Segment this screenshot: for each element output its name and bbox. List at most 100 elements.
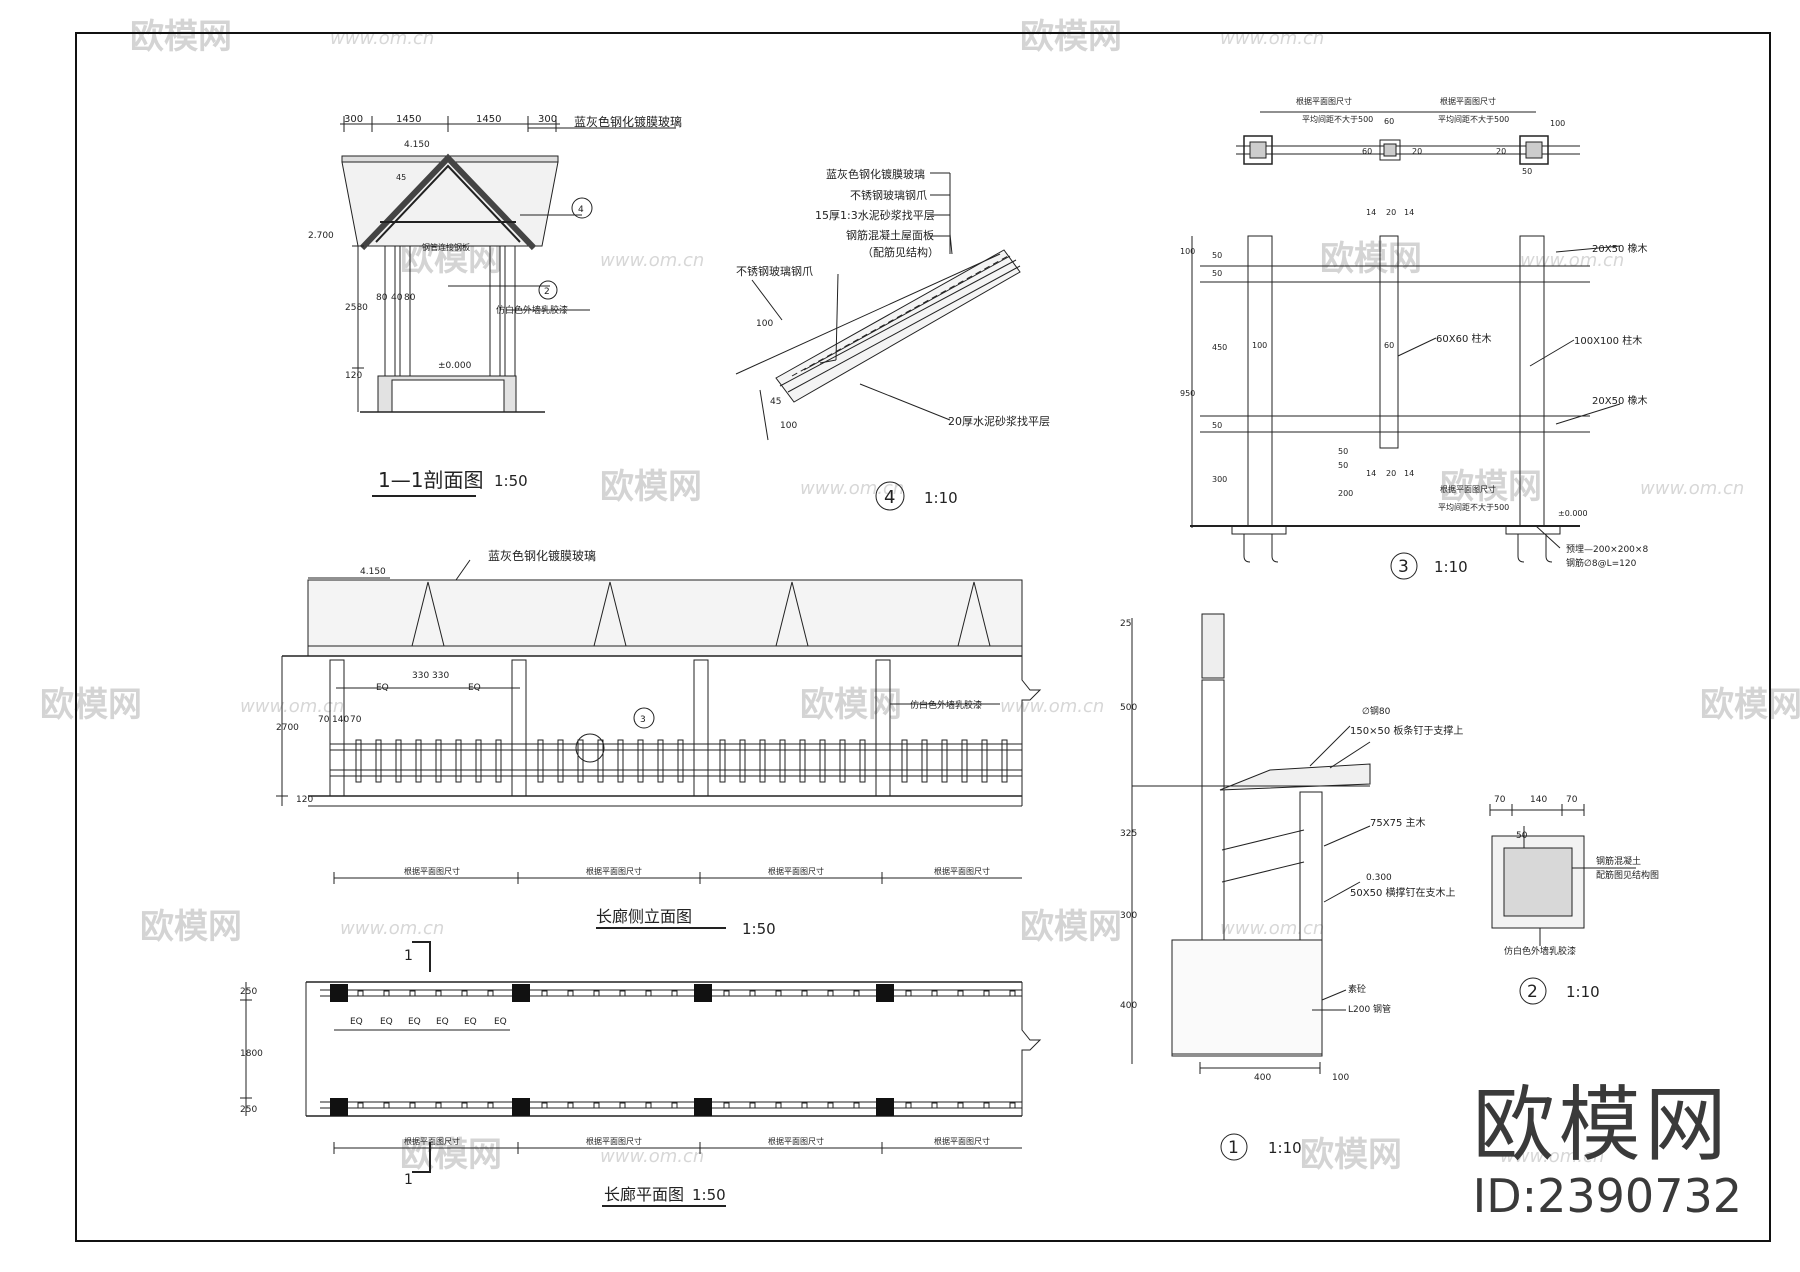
d3-plan-dim-6: 50 [1522, 167, 1532, 176]
elev-col-dim-3: 70 [350, 715, 362, 725]
baluster [719, 739, 726, 783]
d3-left-dim-7: 300 [1212, 475, 1227, 484]
plan-baluster [619, 990, 626, 997]
d2-label-2: 配筋图见结构图 [1596, 869, 1659, 881]
watermark-text: 欧模网 [140, 907, 242, 947]
plan-post [694, 984, 712, 1002]
sec-dim-2: 1450 [396, 114, 421, 125]
baluster [617, 739, 624, 783]
d3-bottom-dim-5: 14 [1404, 469, 1414, 478]
baluster [819, 739, 826, 783]
watermark-url: www.om.cn [330, 28, 434, 49]
baluster [537, 739, 544, 783]
watermark-layer: 欧模网 www.om.cn 欧模网 www.om.cn 欧模网 www.om.cn 欧模网 w… [40, 17, 1800, 1175]
d1-label-3: 75X75 主木 [1370, 817, 1425, 829]
sec-elev-top: 4.150 [404, 140, 430, 150]
watermark-url: www.om.cn [1220, 918, 1324, 939]
elev-glass-label: 蓝灰色钢化镀膜玻璃 [488, 549, 596, 563]
d4-layer-5: （配筋见结构） [862, 245, 939, 259]
d1-bottom-dim-2: 100 [1332, 1073, 1349, 1083]
plan-baluster [905, 1102, 912, 1109]
plan-baluster [671, 1102, 678, 1109]
plan-post [512, 984, 530, 1002]
plan-baluster [383, 1102, 390, 1109]
sec-dim-1: 300 [344, 114, 363, 125]
elev-eq-1: EQ [376, 683, 389, 693]
plan-baluster [461, 1102, 468, 1109]
baluster [677, 739, 684, 783]
d3-top-dim-3: 14 [1404, 208, 1414, 217]
watermark-text: 欧模网 [1320, 239, 1422, 279]
baluster [577, 739, 584, 783]
d1-label-1: ∅钢80 [1362, 705, 1391, 717]
d1-label-4: 50X50 横撑钉在支木上 [1350, 886, 1455, 899]
watermark-text: 欧模网 [400, 1135, 502, 1175]
d3-plan-dim-2: 60 [1362, 147, 1372, 156]
sec-dim-3: 1450 [476, 114, 501, 125]
plan-eq-5: EQ [464, 1017, 477, 1027]
baluster-group [355, 739, 1008, 783]
d4-dim-1: 100 [756, 319, 773, 329]
d3-post-big: 100X100 柱木 [1574, 334, 1642, 347]
watermark-text: 欧模网 [1020, 17, 1122, 57]
elev-bottom-dim-4: 根据平面图尺寸 [934, 866, 990, 876]
d3-steel-plate: 预埋—200×200×8 [1566, 544, 1648, 555]
plan-cut-mark-top: 1 [404, 948, 413, 964]
baluster [981, 739, 988, 783]
plan-baluster [853, 990, 860, 997]
elev-paint-label: 仿白色外墙乳胶漆 [910, 699, 982, 711]
elev-col-dim-2: 140 [332, 715, 349, 725]
baluster [1001, 739, 1008, 783]
baluster [759, 739, 766, 783]
elev-height-dim: 2700 [276, 723, 299, 733]
plan-baluster [749, 1102, 756, 1109]
plan-left-dim-3: 250 [240, 1105, 257, 1115]
d3-number: 3 [1398, 557, 1409, 577]
baluster [637, 739, 644, 783]
plan-eq-6: EQ [494, 1017, 507, 1027]
d3-bottom-dim-1: 50 [1338, 447, 1348, 456]
plan-baluster [1009, 990, 1016, 997]
sec-elev-eave: 2.700 [308, 231, 334, 241]
sec-callout-top: 4 [578, 205, 584, 215]
sec-slope: 45 [396, 173, 406, 182]
sec-elev-floor: ±0.000 [438, 361, 472, 371]
watermark-url: www.om.cn [1640, 478, 1744, 499]
d3-scale: 1:10 [1434, 558, 1468, 576]
plan-baluster [853, 1102, 860, 1109]
brand-name: 欧模网 [1472, 1078, 1731, 1173]
d1-left-dim-1: 25 [1120, 619, 1131, 629]
plan-baluster [957, 1102, 964, 1109]
d3-bottom-note-2: 平均间距不大于500 [1438, 502, 1509, 512]
d3-left-dim-3: 50 [1212, 269, 1222, 278]
plan-baluster [567, 990, 574, 997]
baluster [901, 739, 908, 783]
d4-layer-4: 钢筋混凝土屋面板 [846, 228, 934, 242]
baluster [475, 739, 482, 783]
elev-spacing-2: 330 [432, 671, 449, 681]
elev-col-dim-1: 70 [318, 715, 330, 725]
elev-bottom-dim-2: 根据平面图尺寸 [586, 866, 642, 876]
brand-id: ID:2390732 [1472, 1169, 1742, 1223]
watermark-url: www.om.cn [240, 696, 344, 717]
elev-scale: 1:50 [742, 920, 776, 938]
detail-1 [1131, 613, 1371, 1161]
d1-label-5: 素砼 [1348, 983, 1366, 995]
detail-4 [735, 172, 1021, 511]
plan-baluster [827, 990, 834, 997]
brand-block: 欧模网 ID:2390732 [1472, 1078, 1742, 1223]
plan-baluster [749, 990, 756, 997]
elev-title: 长廊侧立面图 [596, 907, 692, 926]
watermark-text: 欧模网 [1440, 467, 1542, 507]
d4-dim-2: 45 [770, 397, 781, 407]
d4-layer-2: 不锈钢玻璃钢爪 [850, 188, 927, 202]
baluster [455, 739, 462, 783]
plan-baluster [409, 990, 416, 997]
plan-bottom-dim-4: 根据平面图尺寸 [934, 1136, 990, 1146]
plan-baluster [801, 990, 808, 997]
d1-scale: 1:10 [1268, 1139, 1302, 1157]
plan-baluster [435, 1102, 442, 1109]
d3-bottom-dim-2: 50 [1338, 461, 1348, 470]
baluster [597, 739, 604, 783]
